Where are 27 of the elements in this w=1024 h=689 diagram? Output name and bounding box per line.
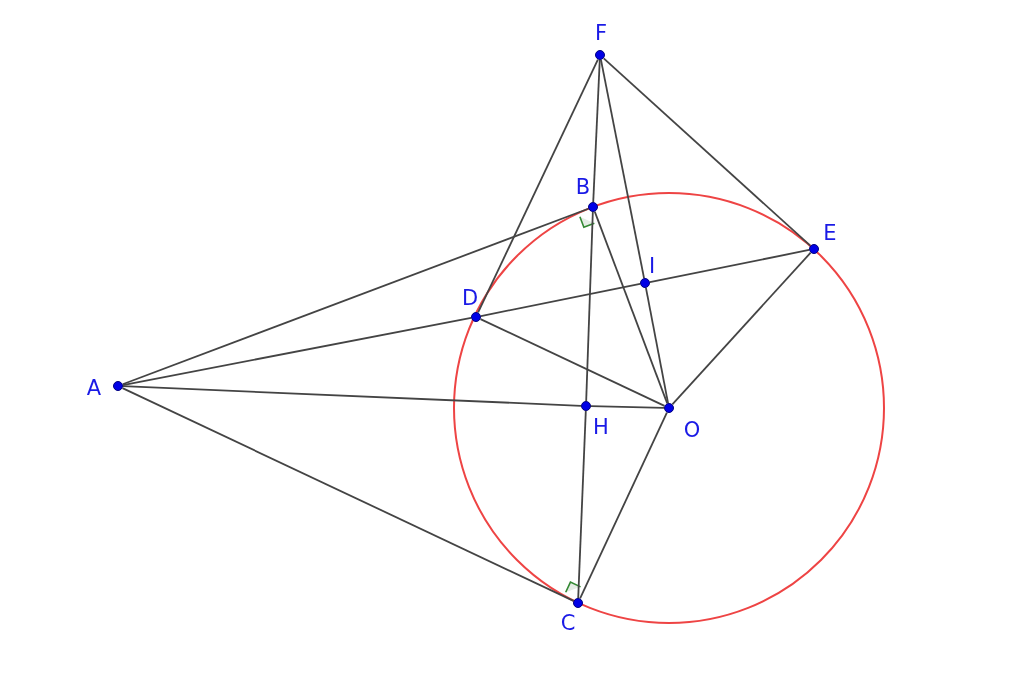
line-segment [602, 57, 812, 247]
line-segment [121, 207, 590, 386]
line-segment [122, 317, 472, 386]
point-label: E [822, 222, 838, 244]
line-segment [579, 411, 668, 600]
point-label: H [592, 416, 610, 438]
line-segment [592, 59, 601, 203]
line-segment [600, 59, 645, 279]
line-segment [477, 58, 599, 314]
line-segment [480, 283, 641, 317]
line-segment [671, 251, 812, 406]
line-segment [121, 387, 575, 602]
line-segment [577, 410, 587, 599]
point-label: B [574, 176, 592, 198]
line-segment [590, 405, 665, 409]
point-label: A [85, 377, 103, 399]
point-label: C [559, 612, 577, 634]
point-label: I [647, 255, 657, 277]
line-segment [585, 211, 594, 402]
line-segment [649, 249, 810, 283]
point-label: F [593, 22, 609, 44]
line-segment [122, 385, 582, 407]
point-label: O [682, 419, 702, 441]
line-segment [593, 210, 669, 405]
line-segment [645, 287, 669, 404]
point-label: D [460, 287, 480, 309]
line-segment [479, 318, 666, 407]
